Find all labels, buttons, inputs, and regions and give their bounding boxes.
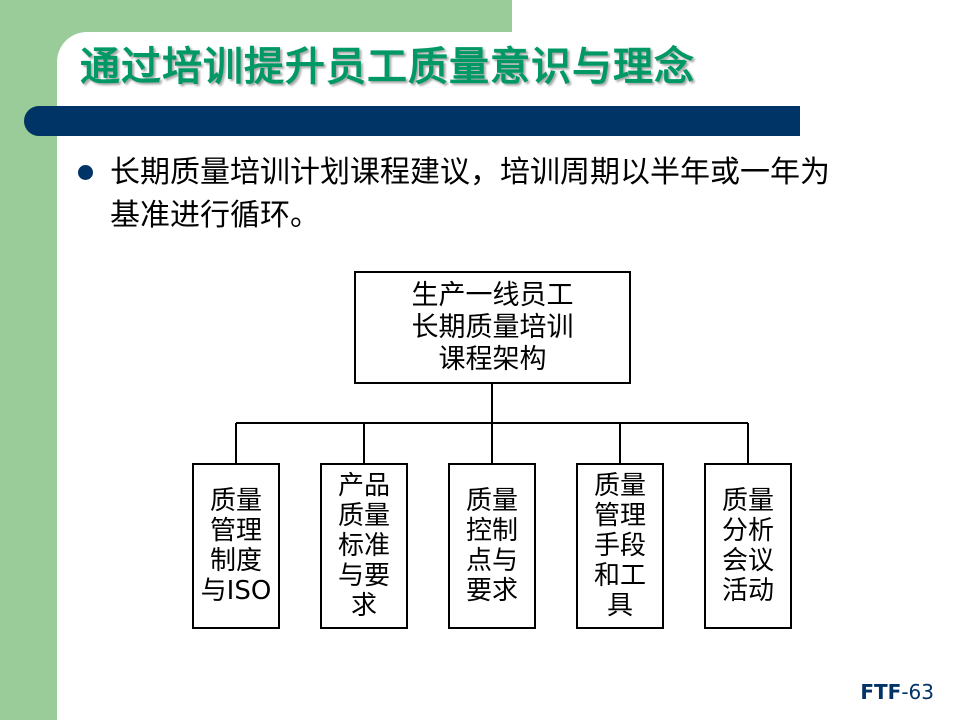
child-box-5: 质量 分析 会议 活动 [704, 463, 792, 629]
title-panel [57, 32, 960, 106]
slide-title: 通过培训提升员工质量意识与理念 [80, 44, 695, 90]
bullet-icon [78, 165, 93, 180]
child-box-2: 产品 质量 标准 与要 求 [320, 463, 408, 629]
child-box-3: 质量 控制 点与 要求 [448, 463, 536, 629]
child-box-1: 质量 管理 制度 与ISO [192, 463, 280, 629]
root-box: 生产一线员工 长期质量培训 课程架构 [354, 271, 631, 384]
bullet-text: 长期质量培训计划课程建议，培训周期以半年或一年为基准进行循环。 [110, 155, 830, 233]
footer-page-number: -63 [901, 680, 934, 704]
title-underline-band [24, 106, 800, 136]
child-box-4: 质量 管理 手段 和工 具 [576, 463, 664, 629]
footer: FTF-63 [860, 680, 934, 704]
footer-brand: FTF [860, 680, 902, 704]
